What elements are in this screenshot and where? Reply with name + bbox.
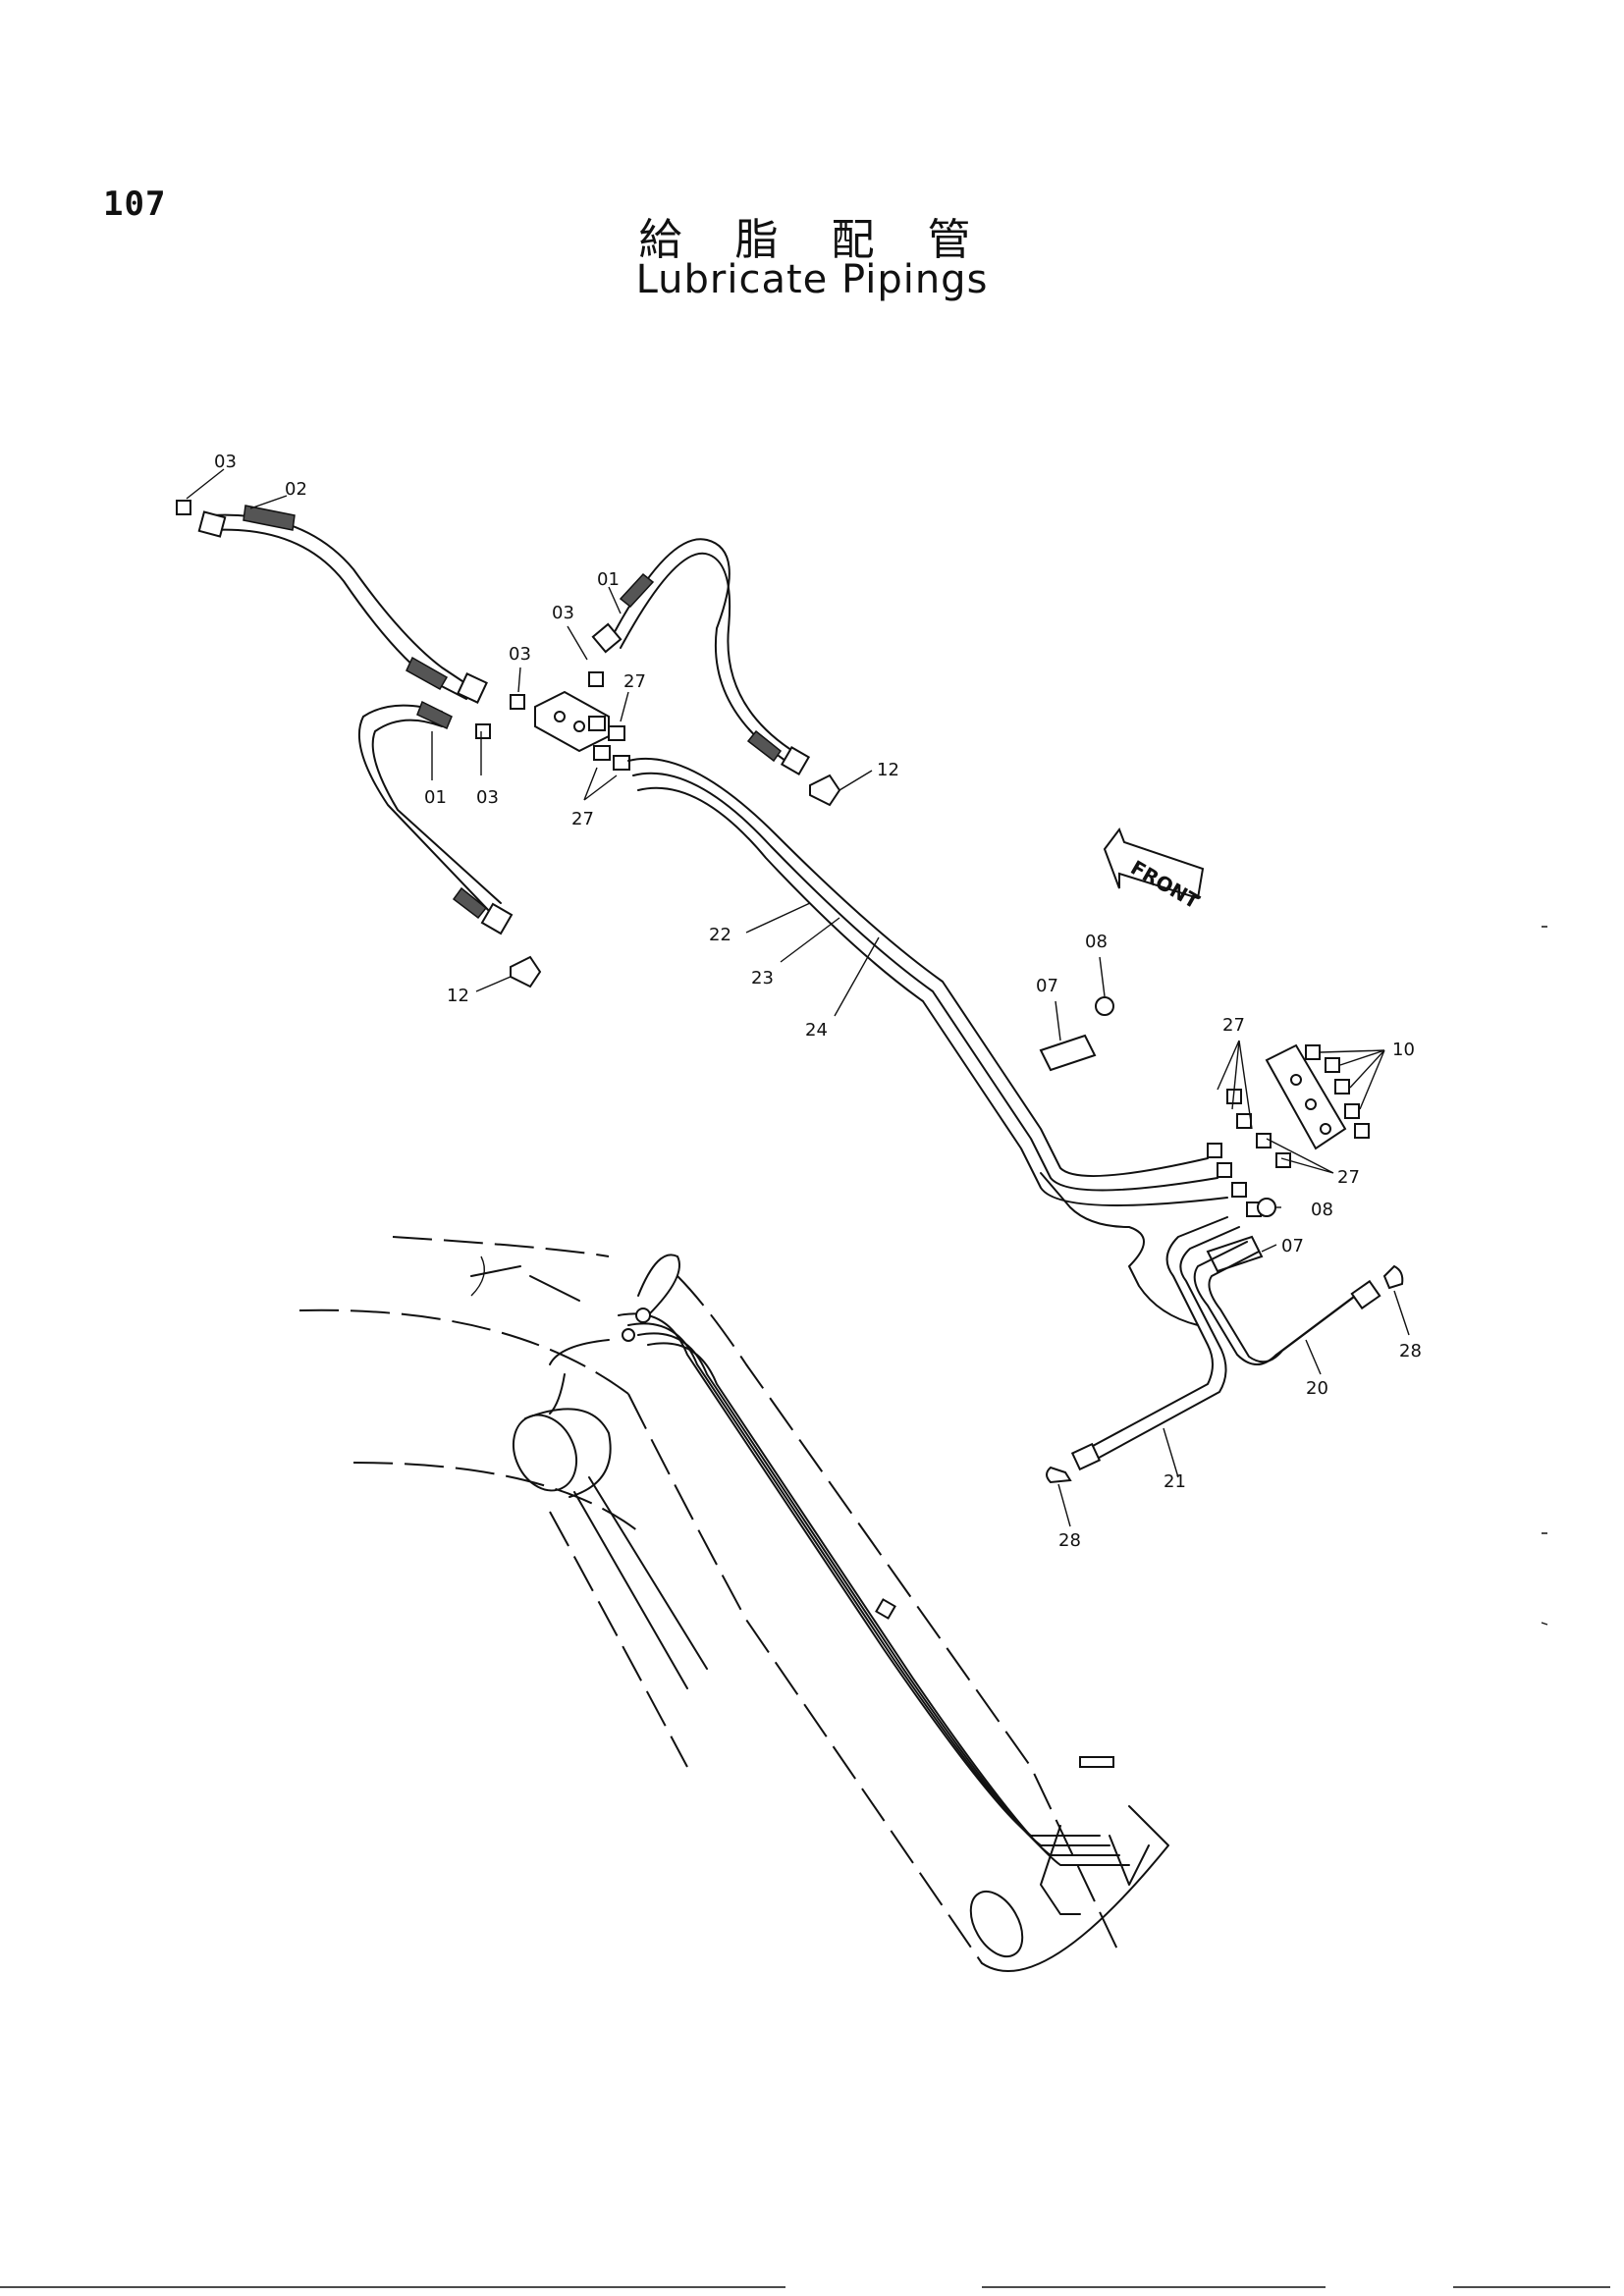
callout-01: 01 xyxy=(597,569,620,590)
hose-02 xyxy=(197,505,488,704)
boom-piping xyxy=(470,1254,1150,1915)
clamps-07-08 xyxy=(1039,996,1276,1273)
part-callouts: 03 02 01 03 03 03 27 01 27 12 12 22 23 2… xyxy=(214,452,1422,1551)
distribution-block xyxy=(1207,1043,1370,1217)
callout-23: 23 xyxy=(751,968,774,988)
boom-outline xyxy=(298,1236,1169,1972)
hose-01-upper xyxy=(591,538,811,776)
callout-27: 27 xyxy=(571,809,594,829)
title-english: Lubricate Pipings xyxy=(635,257,989,302)
callout-27: 27 xyxy=(623,671,646,692)
callout-28: 28 xyxy=(1058,1530,1081,1551)
callout-03: 03 xyxy=(476,787,499,808)
callout-03: 03 xyxy=(509,644,531,665)
callout-27: 27 xyxy=(1337,1167,1360,1188)
bottom-border xyxy=(0,926,1610,2288)
callout-03: 03 xyxy=(552,603,574,623)
title-japanese: 給 脂 配 管 xyxy=(638,215,991,265)
callout-08: 08 xyxy=(1085,932,1108,952)
pipes-20-21 xyxy=(1046,1216,1404,1484)
callout-22: 22 xyxy=(709,925,731,945)
upper-junction-block xyxy=(176,500,841,988)
callout-01: 01 xyxy=(424,787,447,808)
leader-lines xyxy=(186,468,1410,1527)
callout-10: 10 xyxy=(1392,1040,1415,1060)
boom-cylinder xyxy=(470,1255,708,1689)
callout-03: 03 xyxy=(214,452,237,472)
callout-07: 07 xyxy=(1036,976,1058,996)
callout-12: 12 xyxy=(877,760,899,780)
callout-02: 02 xyxy=(285,479,307,500)
page-number: 107 xyxy=(103,185,167,224)
callout-20: 20 xyxy=(1306,1378,1328,1399)
callout-12: 12 xyxy=(447,986,469,1006)
callout-08: 08 xyxy=(1311,1200,1333,1220)
pipes-22-23-24 xyxy=(627,757,1228,1326)
callout-24: 24 xyxy=(805,1020,828,1041)
hose-01-lower xyxy=(357,700,514,935)
callout-07: 07 xyxy=(1281,1236,1304,1256)
callout-28: 28 xyxy=(1399,1341,1422,1362)
callout-27: 27 xyxy=(1222,1015,1245,1036)
front-direction-arrow: FRONT xyxy=(1103,827,1205,914)
callout-21: 21 xyxy=(1164,1471,1186,1492)
